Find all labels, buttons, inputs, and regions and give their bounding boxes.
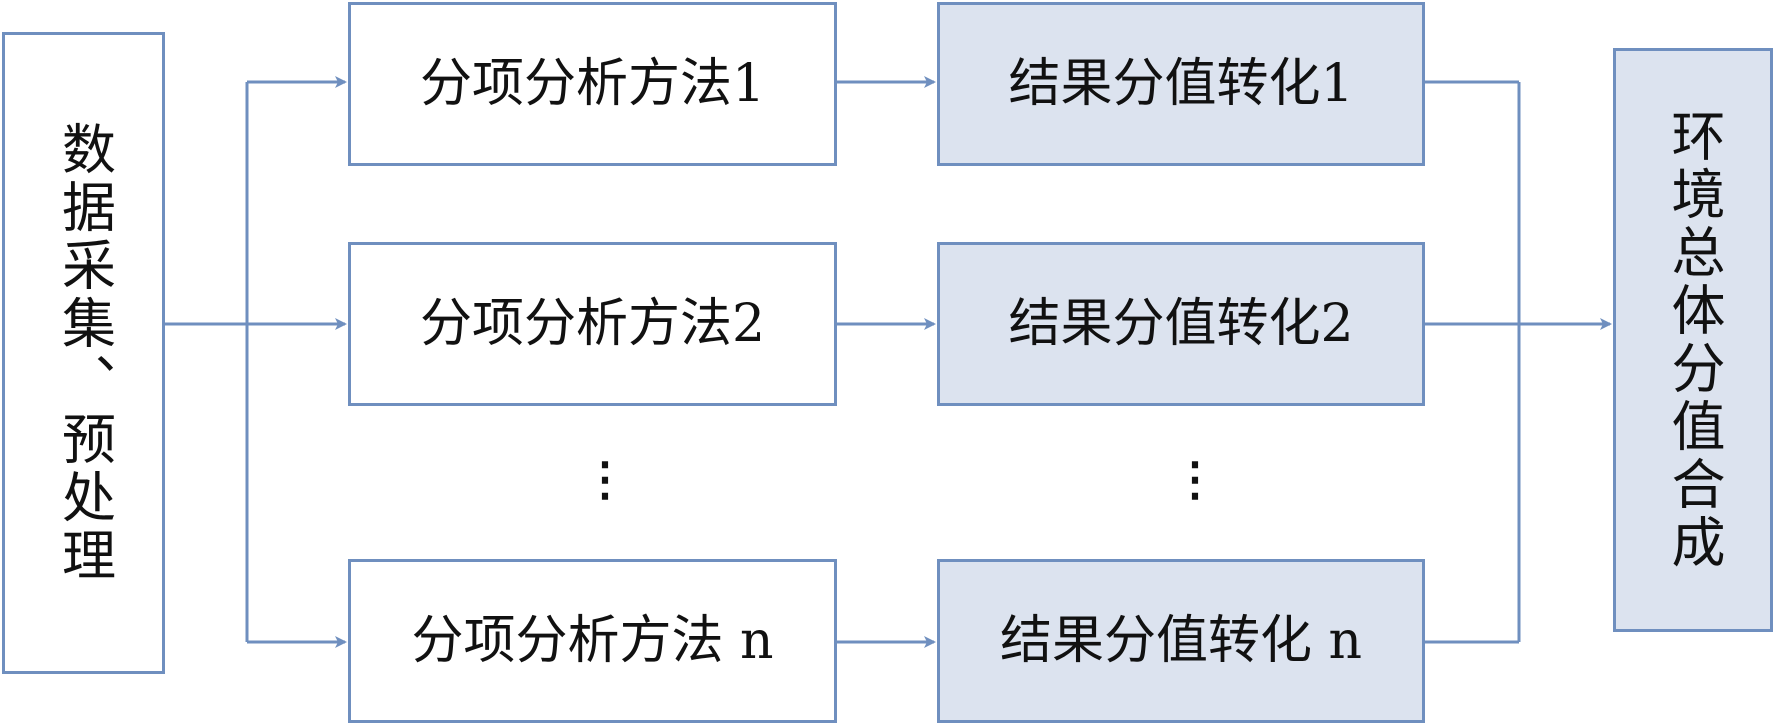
- result-box-1: 结果分值转化1: [937, 2, 1425, 166]
- method-box-1: 分项分析方法1: [348, 2, 837, 166]
- method-label-1: 分项分析方法1: [419, 54, 766, 114]
- result-ellipsis: ⋮: [1172, 452, 1218, 506]
- method-label-2: 分项分析方法2: [419, 294, 766, 354]
- data-collection-box: 数据采集、预处理: [2, 32, 165, 674]
- method-box-n: 分项分析方法 n: [348, 559, 837, 723]
- result-label-1: 结果分值转化1: [1008, 54, 1354, 114]
- result-box-n: 结果分值转化 n: [937, 559, 1425, 723]
- result-label-n: 结果分值转化 n: [999, 611, 1363, 671]
- result-label-2: 结果分值转化2: [1008, 294, 1354, 354]
- method-label-n: 分项分析方法 n: [411, 611, 774, 671]
- method-box-2: 分项分析方法2: [348, 242, 837, 406]
- method-ellipsis: ⋮: [582, 452, 628, 506]
- result-box-2: 结果分值转化2: [937, 242, 1425, 406]
- data-collection-label: 数据采集、预处理: [52, 121, 116, 585]
- total-score-label: 环境总体分值合成: [1662, 108, 1725, 572]
- total-score-box: 环境总体分值合成: [1613, 48, 1773, 632]
